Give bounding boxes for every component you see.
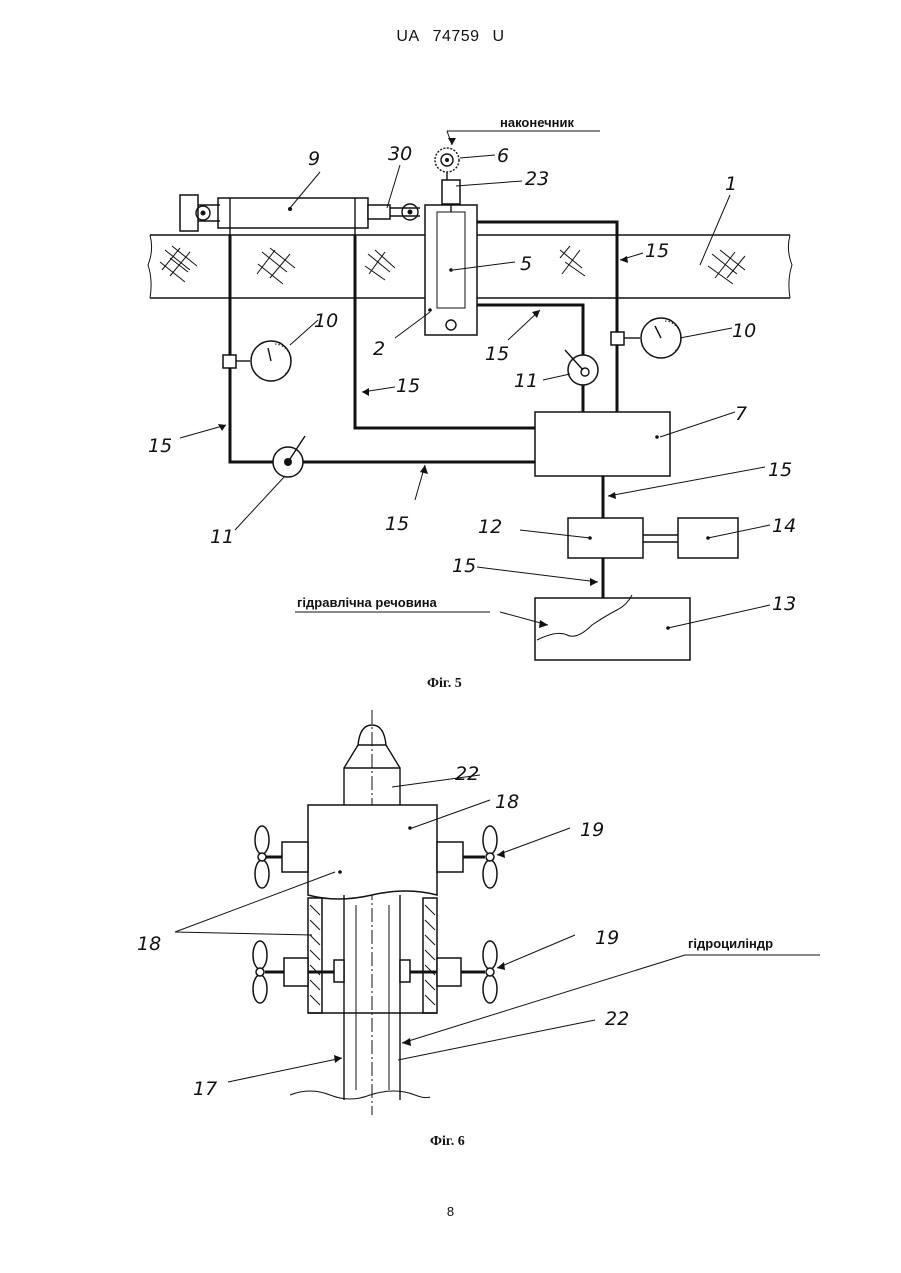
ref-15-f: 15 [385,513,409,535]
ref-13: 13 [772,593,796,615]
ref-15-b: 15 [485,343,509,365]
ref-7: 7 [735,403,747,425]
ref-10-left: 10 [314,310,338,332]
vertical-cylinder-5 [425,148,477,335]
figure-5-caption: Фіг. 5 [427,676,462,691]
distributor-7 [535,412,670,476]
ref-9: 9 [308,148,320,170]
ref-19-upper: 19 [580,819,604,841]
ref-19-lower: 19 [595,927,619,949]
ref-23: 23 [525,168,549,190]
valve-left [273,436,305,477]
page-number: 8 [0,1204,901,1219]
pressure-gauge-right [611,318,681,358]
pressure-gauge-left [223,341,291,381]
ref-22-upper: 22 [455,763,479,785]
ref-14: 14 [772,515,796,537]
figure-6-caption: Фіг. 6 [430,1134,465,1149]
ref-6: 6 [497,145,509,167]
ref-15-d: 15 [148,435,172,457]
screw-lower-right [400,941,497,1003]
ref-17: 17 [193,1078,217,1100]
valve-right [565,350,598,385]
horizontal-cylinder-9 [180,195,420,240]
figure-6-drawing: гідроциліндр 22 18 19 18 19 22 17 Фіг. 6 [0,700,901,1170]
ref-18-lower: 18 [137,933,161,955]
ref-11-left: 11 [210,526,234,548]
screw-upper-left [255,826,308,888]
ref-10-right: 10 [732,320,756,342]
figure-5-drawing: наконечник гідравлічна речовина 9 30 6 2… [0,0,901,700]
ref-15-a: 15 [645,240,669,262]
ref-11-right: 11 [514,370,538,392]
ref-22-lower: 22 [605,1008,629,1030]
ref-30: 30 [388,143,412,165]
ref-12: 12 [478,516,502,538]
pump-12 [568,518,643,558]
label-tip: наконечник [500,115,575,130]
screw-lower-left [253,941,344,1003]
ref-1: 1 [725,173,737,195]
ref-5: 5 [520,253,532,275]
label-hydraulic-fluid: гідравлічна речовина [297,595,438,610]
label-hydraulic-cylinder: гідроциліндр [688,936,773,951]
ref-2: 2 [373,338,385,360]
ref-15-c: 15 [396,375,420,397]
ref-18-upper: 18 [495,791,519,813]
screw-upper-right [437,826,497,888]
ref-15-e: 15 [768,459,792,481]
ref-15-g: 15 [452,555,476,577]
